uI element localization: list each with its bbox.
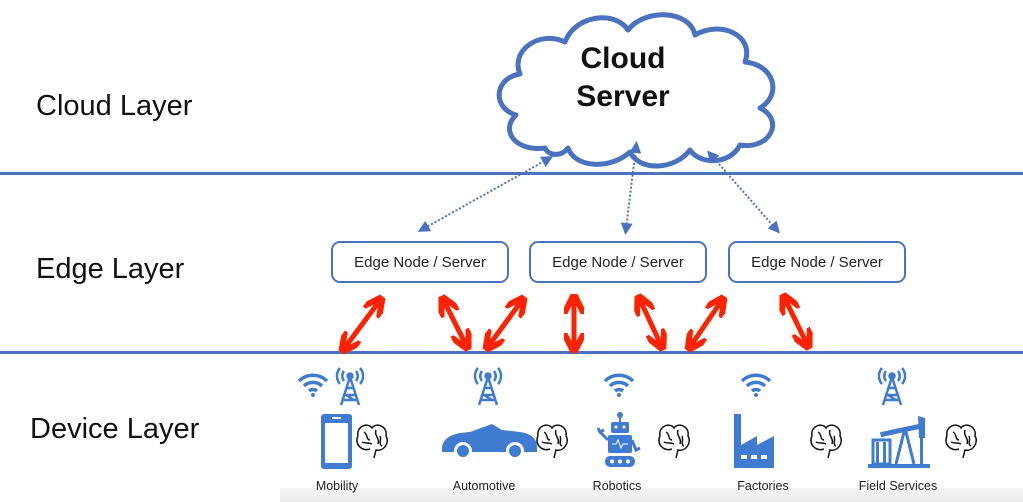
cell-tower-icon (877, 367, 907, 406)
device-label-robotics: Robotics (592, 479, 642, 493)
cloud-server-line2: Server (576, 80, 670, 113)
device-label-factories: Factories (737, 479, 789, 493)
edge-device-arrow-1 (346, 303, 378, 346)
cloud-server-label: Cloud Server (548, 40, 698, 116)
edge-node-2: Edge Node / Server (529, 241, 707, 283)
wifi-icon (740, 373, 772, 397)
factory-icon (734, 414, 774, 468)
oil-pump-icon (868, 416, 930, 468)
smartphone-icon (321, 414, 352, 469)
edge-device-arrow-6 (692, 303, 720, 344)
cell-tower-icon (473, 367, 503, 406)
cloud-server-line1: Cloud (580, 42, 666, 75)
car-icon (442, 424, 537, 460)
wifi-icon (297, 373, 329, 397)
brain-icon (536, 424, 568, 459)
cloud-edge-link-1 (417, 156, 554, 232)
device-layer-label: Device Layer (30, 413, 200, 445)
brain-icon (945, 424, 977, 459)
device-label-mobility: Mobility (315, 479, 359, 493)
bottom-shadow (280, 488, 1023, 502)
edge-node-3: Edge Node / Server (728, 241, 906, 283)
device-label-field-services: Field Services (858, 479, 938, 493)
wifi-icon (603, 373, 635, 397)
brain-icon (356, 424, 388, 459)
edge-device-arrow-3 (490, 303, 520, 344)
cloud-edge-link-2 (620, 141, 642, 235)
device-label-automotive: Automotive (452, 479, 516, 493)
edge-device-arrow-2 (445, 303, 465, 343)
edge-device-arrow-5 (641, 302, 660, 343)
edge-layer-label: Edge Layer (36, 253, 185, 285)
brain-icon (810, 424, 842, 459)
edge-device-arrow-7 (786, 301, 806, 342)
cloud-edge-link-3 (707, 150, 780, 234)
robot-icon (596, 412, 641, 467)
brain-icon (658, 424, 690, 459)
cloud-layer-label: Cloud Layer (36, 90, 193, 122)
edge-node-1: Edge Node / Server (331, 241, 509, 283)
cell-tower-icon (335, 367, 365, 406)
